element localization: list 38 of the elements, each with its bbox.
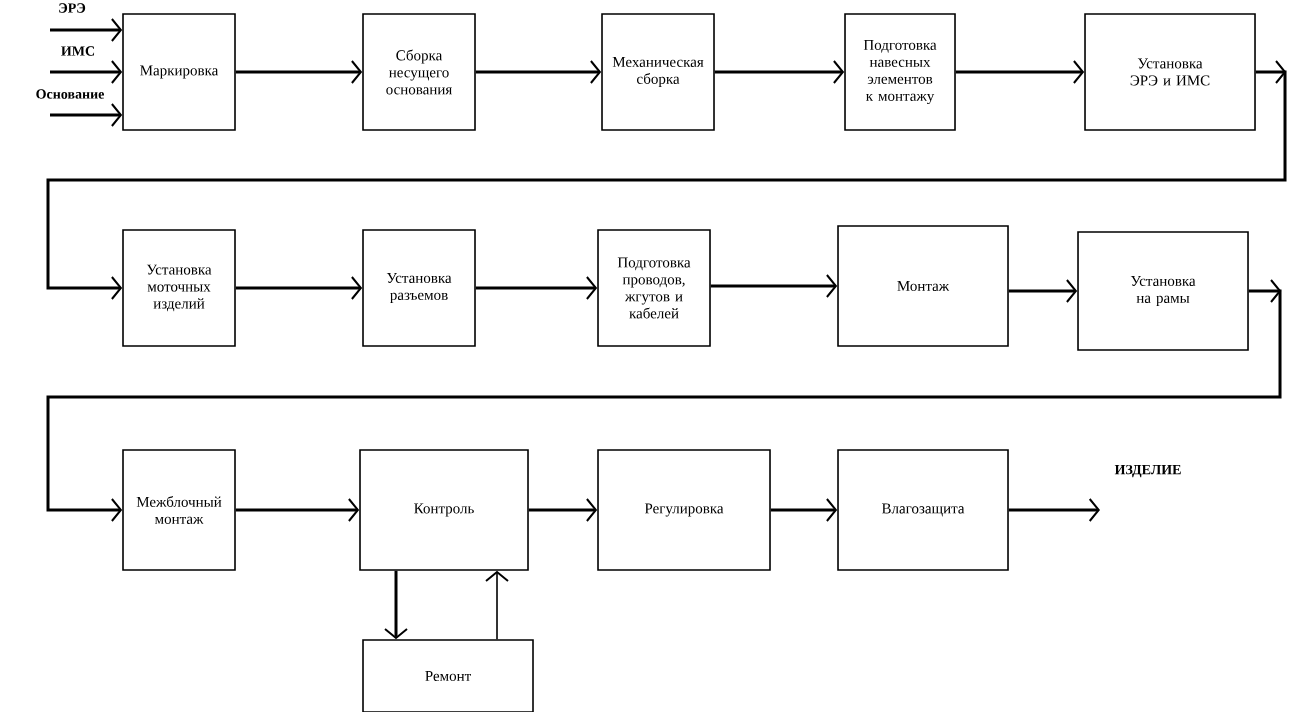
process-box: Ремонт — [362, 639, 534, 712]
arrow — [50, 18, 123, 42]
arrow — [235, 498, 360, 522]
arrow — [528, 498, 598, 522]
process-box: Механическая сборка — [601, 13, 715, 131]
arrow — [235, 276, 363, 300]
edge-label: ЭРЭ — [59, 3, 86, 13]
process-box: Контроль — [359, 449, 529, 571]
arrow — [50, 103, 123, 127]
process-box: Установка ЭРЭ и ИМС — [1084, 13, 1256, 131]
process-box: Сборка несущего основания — [362, 13, 476, 131]
process-box: Установка моточных изделий — [122, 229, 236, 347]
process-box: Регулировка — [597, 449, 771, 571]
arrow — [475, 276, 598, 300]
process-box: Монтаж — [837, 225, 1009, 347]
process-box: Установка на рамы — [1077, 231, 1249, 351]
arrow — [1008, 279, 1078, 303]
process-box: Подготовка проводов, жгутов и кабелей — [597, 229, 711, 347]
arrow — [485, 570, 509, 640]
process-box: Межблочный монтаж — [122, 449, 236, 571]
arrow — [46, 60, 1287, 300]
arrow — [46, 279, 1282, 522]
process-box: Подготовка навесных элементов к монтажу — [844, 13, 956, 131]
arrow — [235, 60, 363, 84]
arrow — [1008, 498, 1100, 522]
arrow — [714, 60, 845, 84]
process-box: Маркировка — [122, 13, 236, 131]
edge-label: ИЗДЕЛИЕ — [1114, 464, 1181, 478]
arrow — [50, 60, 123, 84]
arrow — [475, 60, 602, 84]
arrow — [955, 60, 1085, 84]
edge-label: ИМС — [61, 46, 95, 56]
arrow — [770, 498, 838, 522]
arrow — [384, 570, 408, 640]
arrow — [710, 274, 838, 298]
edge-label: Основание — [36, 89, 104, 99]
process-box: Влагозащита — [837, 449, 1009, 571]
process-box: Установка разъемов — [362, 229, 476, 347]
